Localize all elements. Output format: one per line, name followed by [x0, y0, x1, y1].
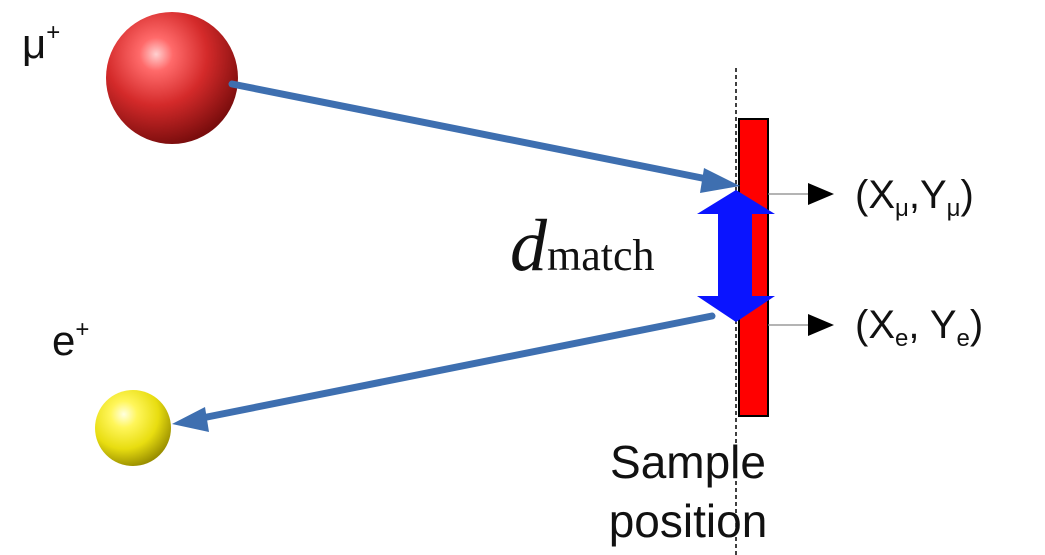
positron-symbol: e	[52, 317, 75, 364]
positron-coordinates: (Xe, Ye)	[855, 303, 983, 352]
dmatch-italic: d	[510, 205, 548, 287]
muon-projection-arrow	[768, 183, 834, 205]
muon-label: μ+	[22, 19, 60, 67]
positron-projection-arrow	[768, 314, 834, 336]
muon-sphere	[106, 12, 238, 144]
positron-sphere	[95, 390, 171, 466]
muon-charge: +	[46, 19, 60, 46]
muon-trajectory-arrow	[228, 80, 740, 193]
positron-charge: +	[75, 316, 89, 343]
sample-label-line1: Sample	[610, 436, 766, 488]
sample-label-line2: position	[609, 495, 768, 547]
dmatch-subscript: match	[547, 231, 655, 280]
dmatch-label: dmatch	[510, 205, 655, 287]
muon-coordinates: (Xμ,Yμ)	[855, 173, 974, 222]
dmatch-double-arrow	[697, 190, 775, 322]
muon-symbol: μ	[22, 20, 46, 67]
positron-label: e+	[52, 316, 89, 364]
positron-trajectory-arrow	[172, 312, 716, 432]
